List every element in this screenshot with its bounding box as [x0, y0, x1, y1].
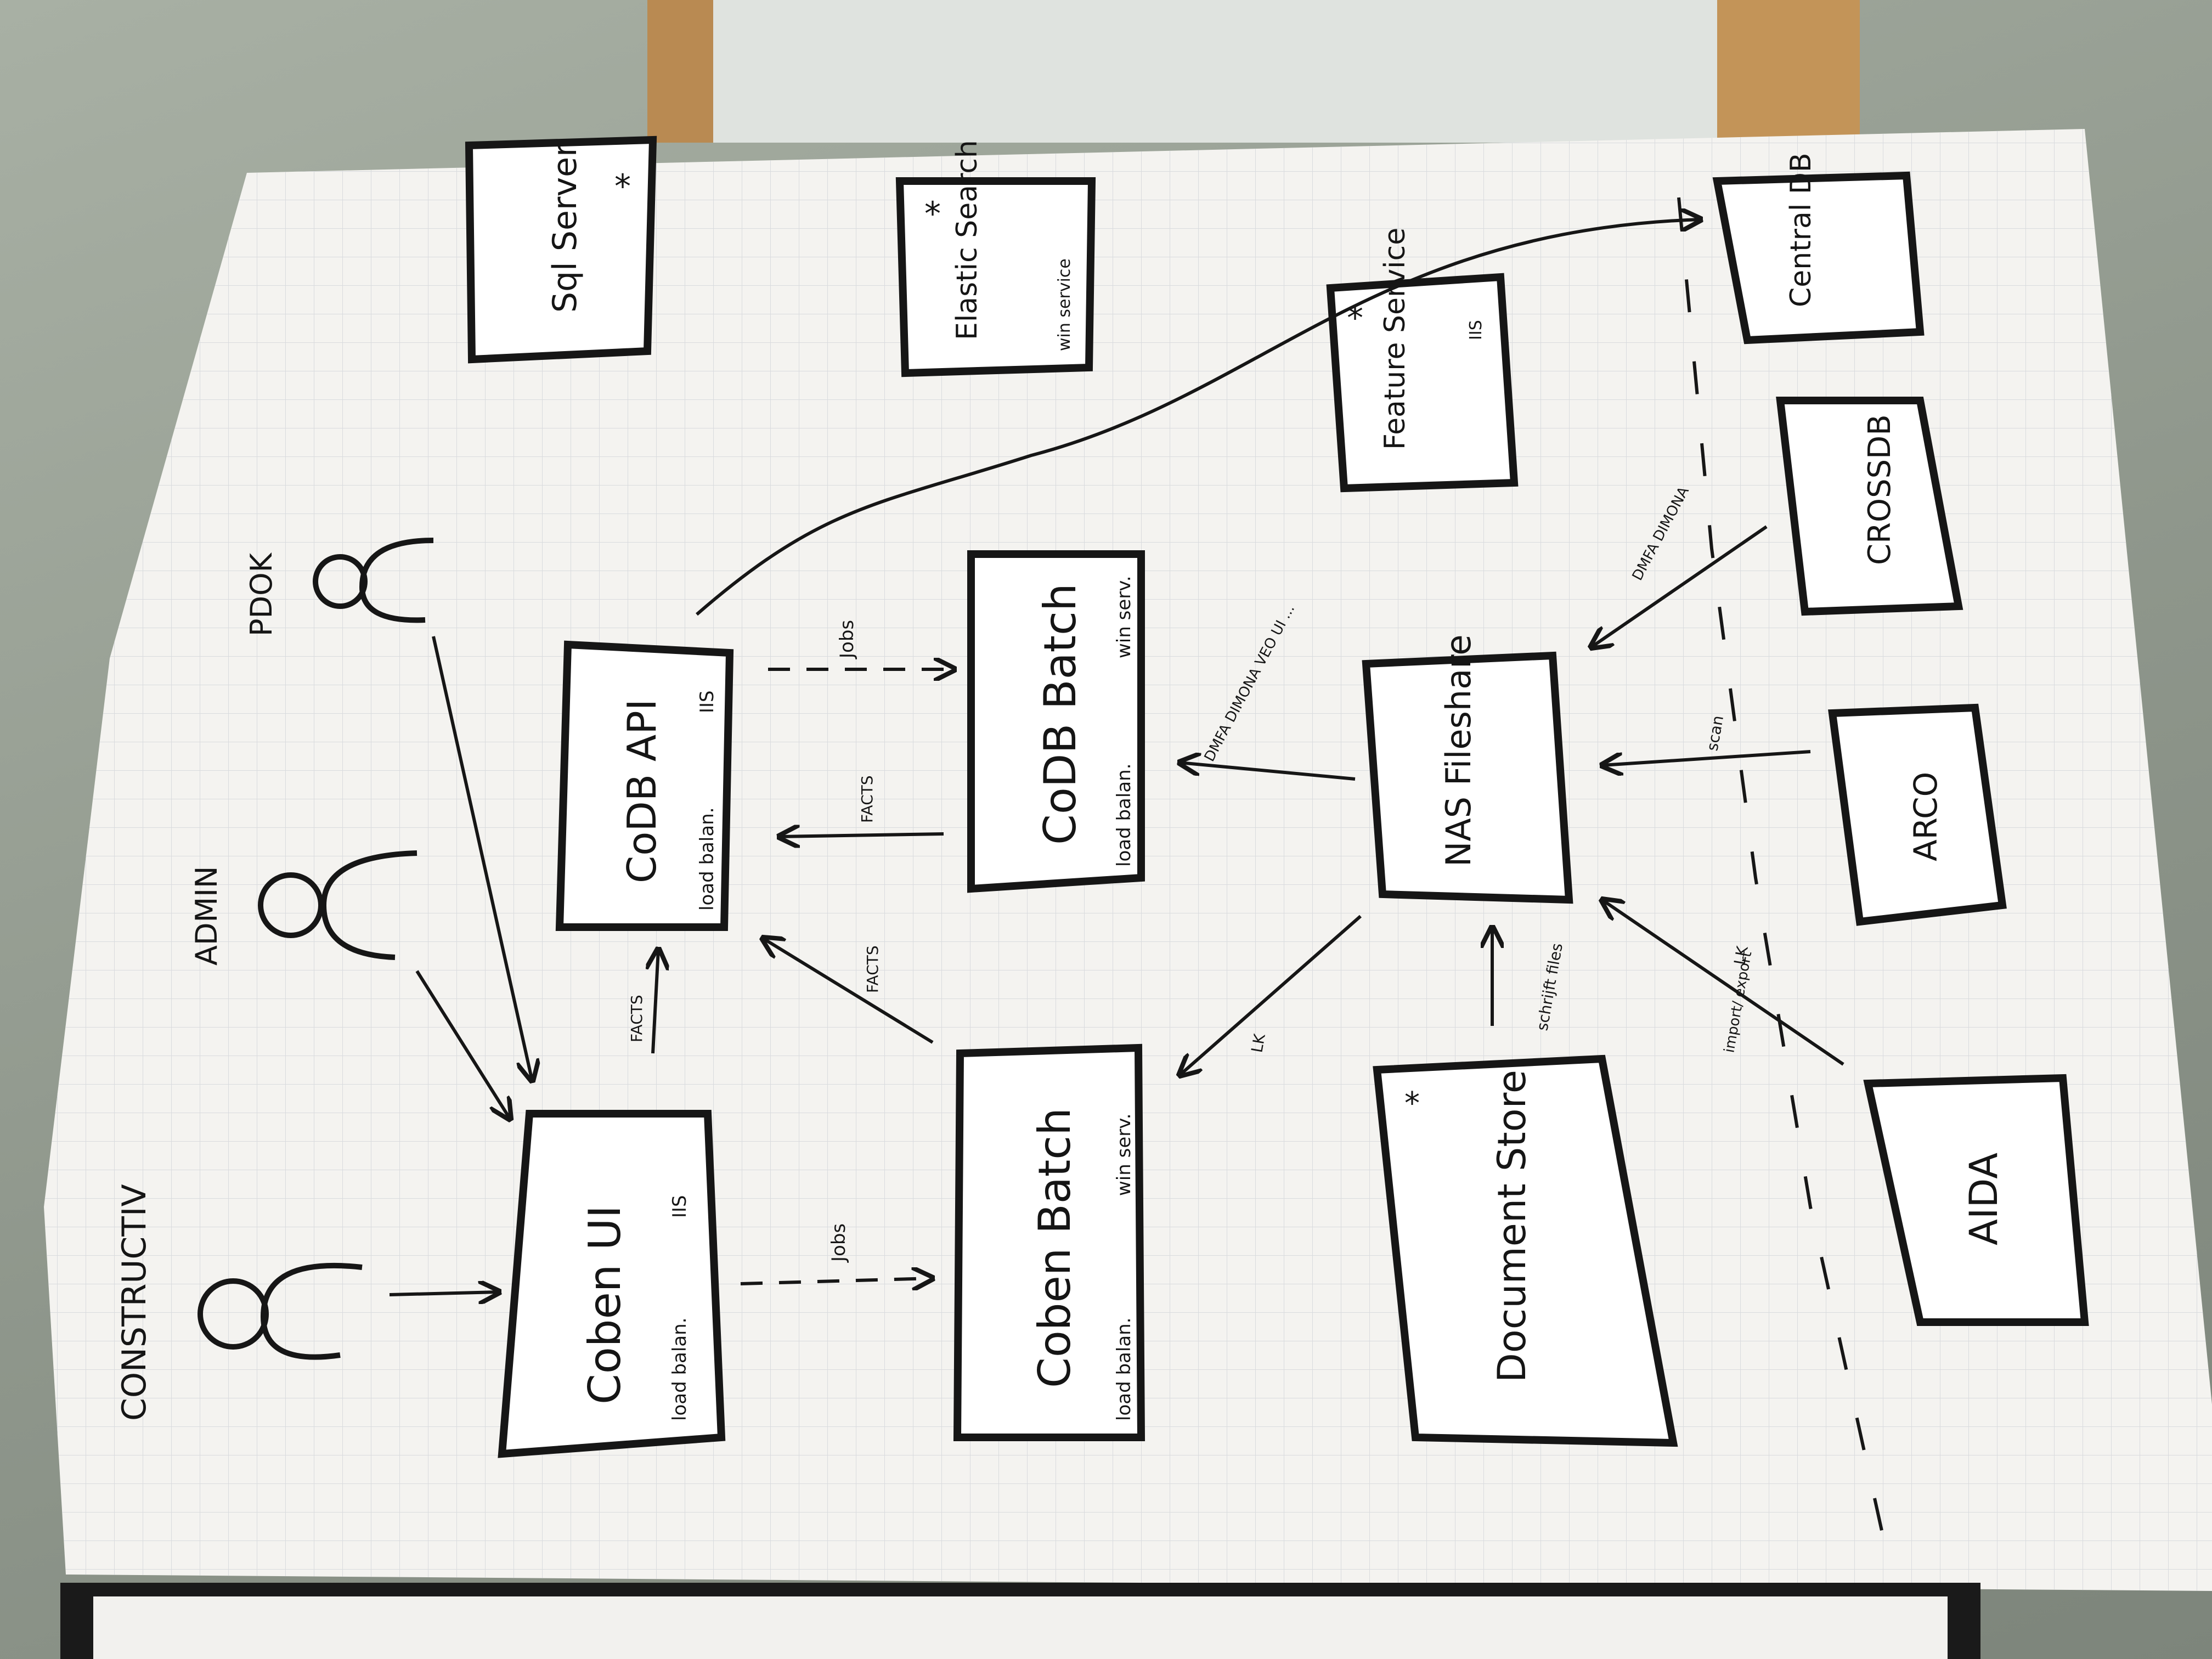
arrow-nas-to-codb-batch: [1180, 763, 1356, 781]
box-sql-server: * Sql Server: [465, 136, 657, 364]
box-central-db: Central DB: [1712, 153, 1925, 345]
coben-ui-title: Coben UI: [579, 1205, 630, 1404]
arrow-facts-codb-batch-to-api: [779, 834, 944, 837]
edge-label-jobs-codb: Jobs: [836, 620, 858, 659]
box-coben-batch: Coben Batch load balan. win serv.: [953, 1043, 1146, 1441]
box-crossdb: CROSSDB: [1776, 397, 1963, 616]
coben-ui-left-note: load balan.: [669, 1317, 691, 1421]
coben-batch-right-note: win serv.: [1113, 1113, 1135, 1196]
codb-batch-right-note: win serv.: [1113, 575, 1135, 658]
coben-batch-left-note: load balan.: [1113, 1317, 1135, 1421]
box-arco: ARCO: [1828, 703, 2007, 926]
nas-fileshare-title: NAS Fileshare: [1438, 635, 1479, 867]
crossdb-title: CROSSDB: [1862, 414, 1898, 565]
edge-label-facts-up: FACTS: [628, 995, 646, 1042]
person-pdok-icon: [313, 538, 434, 623]
sql-server-marker: *: [614, 167, 631, 206]
label-admin: ADMIN: [189, 866, 224, 966]
arrow-facts-coben-batch-to-api: [763, 938, 934, 1044]
arco-title: ARCO: [1907, 772, 1944, 861]
box-document-store: * Document Store: [1373, 1054, 1678, 1447]
easel-bar-inner: [93, 1596, 1948, 1659]
arrow-crossdb-to-nas: [1591, 525, 1768, 647]
central-db-title: Central DB: [1785, 153, 1818, 307]
arrow-admin-to-coben-ui: [415, 970, 510, 1119]
label-constructiv: CONSTRUCTIV: [115, 1184, 154, 1421]
coben-batch-title: Coben Batch: [1029, 1108, 1080, 1388]
codb-api-left-note: load balan.: [696, 807, 718, 911]
sql-server-title: Sql Server: [546, 143, 584, 313]
edge-label-jobs-coben: Jobs: [828, 1223, 850, 1263]
arrow-arco-to-nas: [1602, 750, 1811, 765]
box-feature-service: * Feature Service IIS: [1326, 228, 1519, 493]
curve-codb-api-to-central-db: [696, 219, 1701, 616]
feature-service-subtitle: IIS: [1466, 320, 1486, 340]
document-store-title: Document Store: [1489, 1070, 1534, 1383]
window-frame-left: [647, 0, 713, 143]
codb-api-right-note: IIS: [696, 690, 718, 713]
box-codb-api: CoDB API load balan. IIS: [555, 640, 734, 931]
window-frame-right: [1717, 0, 1860, 143]
codb-api-title: CoDB API: [619, 699, 665, 883]
arrow-pdok-to-coben-ui: [432, 636, 532, 1081]
box-elastic-search: * Elastic Search win service: [895, 140, 1096, 377]
edge-label-facts-codb: FACTS: [858, 775, 876, 823]
feature-service-title: Feature Service: [1379, 228, 1412, 450]
elastic-search-title: Elastic Search: [951, 140, 984, 340]
window-glass: [713, 0, 1717, 143]
person-constructiv-icon: [198, 1262, 363, 1360]
dashed-divider: [1677, 197, 1883, 1531]
edge-label-lk-coben: LK: [1248, 1032, 1269, 1054]
arrow-facts-coben-ui-to-codb-api: [653, 949, 658, 1054]
edge-label-facts-coben-batch: FACTS: [864, 945, 882, 993]
box-nas-fileshare: NAS Fileshare: [1362, 635, 1573, 904]
person-admin-icon: [258, 850, 417, 960]
edge-label-lk-aida: LK: [1730, 944, 1752, 966]
codb-batch-title: CoDB Batch: [1035, 583, 1086, 845]
document-store-marker: *: [1404, 1086, 1420, 1121]
arrow-nas-to-coben-batch: [1180, 915, 1362, 1075]
box-codb-batch: CoDB Batch load balan. win serv.: [967, 550, 1145, 893]
label-pdok: PDOK: [244, 552, 279, 636]
coben-ui-right-note: IIS: [669, 1195, 691, 1218]
box-coben-ui: Coben UI load balan. IIS: [498, 1110, 726, 1458]
box-aida: AIDA: [1863, 1074, 2089, 1326]
aida-title: AIDA: [1961, 1153, 2006, 1245]
elastic-search-subtitle: win service: [1055, 258, 1074, 351]
arrow-coben-ui-jobs: [740, 1278, 933, 1284]
elastic-search-marker: *: [924, 195, 941, 233]
arrow-constructiv-to-coben-ui: [389, 1292, 499, 1295]
connectors: [389, 197, 1883, 1531]
arrow-aida-to-nas: [1602, 900, 1844, 1066]
codb-batch-left-note: load balan.: [1113, 763, 1135, 867]
